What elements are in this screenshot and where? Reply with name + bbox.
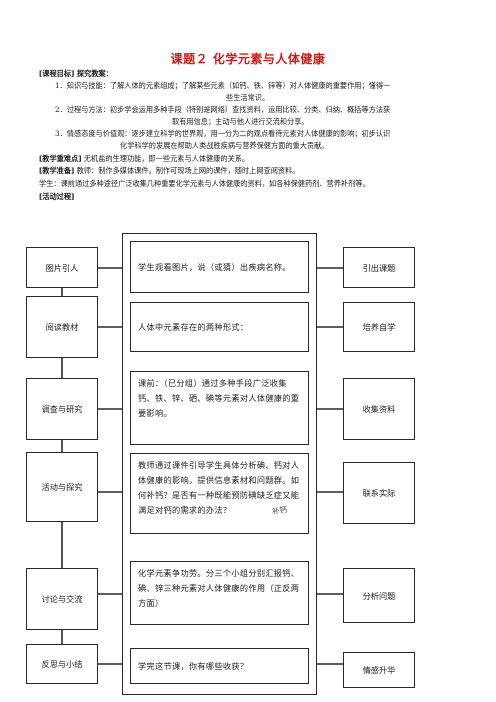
preparation-heading: [教学准备] <box>39 166 75 175</box>
activity-box-5: 化学元素争功劳。分三个小组分别汇报钙、碘、锌三种元素对人体健康的作用（正反两方面… <box>130 561 309 625</box>
handwritten-note: 补钙 <box>271 505 288 516</box>
activity-box-4: 教师通过课件引导学生具体分析碘、钙对人体健康的影响，提供信息素材和问题群。如何补… <box>130 453 309 534</box>
activity-box-3: 课前：（已分组）通过多种手段广泛收集钙、铁、锌、硒、碘等元素对人体健康的重要影响… <box>130 371 309 445</box>
objectives-header: [课程目标] 探究教案： <box>39 68 113 79</box>
key-points: [教学重难点] 无机盐的生理功能，即一些元素与人体健康的关系。 <box>39 153 249 164</box>
stage-label-1: 图片引人 <box>26 247 98 288</box>
preparation-text: 教师：制作多媒体课件。制作可现场上网的课件，随时上网查阅资料。 <box>76 166 300 175</box>
objective-3-line2: 化学科学的发展在帮助人类战胜疾病与营养保健方面的重大贡献。 <box>120 141 329 150</box>
page-title: 课题２ 化学元素与人体健康 <box>170 52 326 66</box>
stage-label-5: 讨论与交流 <box>26 568 98 630</box>
stage-label-4: 活动与探究 <box>26 452 98 522</box>
objective-2-line1: 2．过程与方法：初步学会运用多种手段（特别是网络）查找资料，运用比较、分类、归纳… <box>55 105 391 114</box>
objectives-heading: [课程目标] <box>39 69 75 78</box>
objectives-heading-extra: 探究教案： <box>76 69 113 78</box>
process-heading: [活动过程] <box>39 192 75 201</box>
objective-3-line1: 3．情感态度与价值观：逐步建立科学的世界观，用一分为二的观点看待元素对人体健康的… <box>55 129 391 138</box>
purpose-label-1: 引出课题 <box>343 247 415 288</box>
objective-1-line1: 1．知识与技能：了解人体的元素组成；了解某些元素（如钙、铁、锌等）对人体健康的重… <box>55 81 391 90</box>
stage-label-2: 阅读教材 <box>26 296 98 358</box>
purpose-label-5: 分析问题 <box>343 568 415 623</box>
key-points-heading: [教学重难点] <box>39 154 82 163</box>
stage-label-3: 调查与研究 <box>26 378 98 440</box>
preparation: [教学准备] 教师：制作多媒体课件。制作可现场上网的课件，随时上网查阅资料。 <box>39 165 299 176</box>
purpose-label-6: 情感升华 <box>343 652 415 688</box>
activity-box-6: 学完这节课，你有哪些收获？ <box>130 648 309 684</box>
objective-2-line2: 取有用信息；主动与他人进行交流和分享。 <box>172 117 309 126</box>
activity-box-2: 人体中元素存在的两种形式： <box>130 302 309 352</box>
activity-box-1: 学生观看图片，说（或猜）出疾病名称。 <box>130 241 309 293</box>
purpose-label-4: 联系实际 <box>343 462 415 524</box>
stage-label-6: 反思与小结 <box>26 644 98 684</box>
purpose-label-3: 收集资料 <box>343 378 415 440</box>
purpose-label-2: 培养自学 <box>343 302 415 352</box>
objective-1-line2: 些生活常识。 <box>226 93 270 102</box>
key-points-text: 无机盐的生理功能，即一些元素与人体健康的关系。 <box>83 154 250 163</box>
preparation-student: 学生：课前通过多种途径广泛收集几种重要化学元素与人体健康的资料，如各种保健药剂、… <box>39 179 370 188</box>
